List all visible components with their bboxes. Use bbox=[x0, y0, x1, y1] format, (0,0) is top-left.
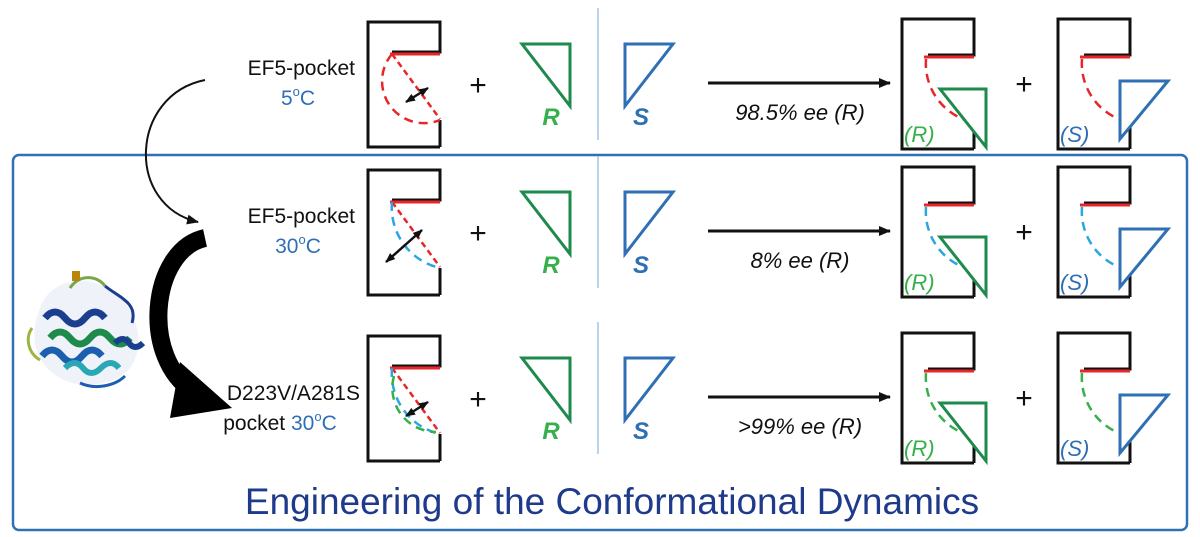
product-label: (R) bbox=[904, 270, 935, 295]
reaction-row: EF5-pocket 30oC + R S 8% ee (R) (R) (S) + bbox=[248, 156, 1172, 300]
footer-title: Engineering of the Conformational Dynami… bbox=[245, 481, 979, 522]
flexibility-double-arrow bbox=[405, 86, 429, 104]
substrate-triangle-icon bbox=[623, 356, 677, 425]
product-label: (S) bbox=[1060, 436, 1089, 461]
temperature-label: pocket 30oC bbox=[223, 409, 336, 435]
flexibility-double-arrow bbox=[385, 229, 423, 263]
temp-unit: C bbox=[306, 235, 321, 258]
temp-value: 30 bbox=[275, 235, 298, 258]
substrate-triangle-icon bbox=[936, 401, 988, 466]
substrate-triangle-icon bbox=[623, 190, 677, 259]
temp-value: 30 bbox=[291, 412, 314, 435]
pocket-label: EF5-pocket bbox=[248, 205, 356, 228]
loop-dashed-line bbox=[390, 367, 442, 434]
temp-unit: C bbox=[300, 87, 315, 110]
binding-pocket-icon bbox=[900, 17, 976, 151]
substrate-triangle-icon bbox=[623, 42, 677, 111]
plus-sign: + bbox=[469, 383, 487, 416]
product-label: (R) bbox=[904, 122, 935, 147]
flexibility-double-arrow bbox=[405, 400, 429, 418]
thin-curved-arrow bbox=[144, 79, 206, 225]
reaction-row: D223V/A281S pocket 30oC + R S >99% ee (R) (R) (… bbox=[223, 322, 1172, 466]
pocket-word: pocket bbox=[223, 412, 291, 435]
product-label: (R) bbox=[904, 436, 935, 461]
temperature-label: 5oC bbox=[281, 84, 315, 110]
temp-sup: o bbox=[314, 409, 321, 424]
product-label: (S) bbox=[1060, 122, 1089, 147]
binding-pocket-icon bbox=[900, 165, 976, 299]
binding-pocket-icon bbox=[366, 168, 442, 297]
engineering-frame bbox=[11, 153, 1189, 532]
enantiomer-s-label: S bbox=[633, 252, 649, 279]
binding-pocket-icon bbox=[1056, 165, 1132, 299]
plus-sign: + bbox=[1015, 382, 1033, 415]
enantiomer-r-label: R bbox=[542, 252, 560, 279]
product-complex-r: (R) bbox=[900, 331, 988, 466]
substrate-triangle-icon bbox=[936, 87, 988, 152]
binding-pocket-icon bbox=[900, 331, 976, 465]
binding-pocket-icon bbox=[366, 20, 442, 149]
product-complex-r: (R) bbox=[900, 165, 988, 300]
product-complex-s: (S) bbox=[1056, 17, 1172, 151]
plus-sign: + bbox=[469, 69, 487, 102]
substrate-triangle-icon bbox=[518, 42, 572, 111]
loop-dashed-line bbox=[390, 53, 442, 120]
binding-pocket-icon bbox=[1056, 17, 1132, 151]
reaction-row: EF5-pocket 5oC + R S 98.5% ee (R) (R) (S) + bbox=[248, 8, 1172, 152]
plus-sign: + bbox=[469, 217, 487, 250]
binding-pocket-icon bbox=[366, 334, 442, 463]
temperature-label: 30oC bbox=[275, 232, 321, 258]
enantiomer-r-label: R bbox=[542, 104, 560, 131]
ee-label: 8% ee (R) bbox=[750, 248, 849, 273]
ee-label: >99% ee (R) bbox=[738, 414, 862, 439]
product-complex-s: (S) bbox=[1056, 331, 1172, 465]
ee-label: 98.5% ee (R) bbox=[735, 100, 865, 125]
temp-sup: o bbox=[293, 84, 300, 99]
loop-arc bbox=[390, 201, 441, 270]
substrate-triangle-icon bbox=[1118, 393, 1172, 458]
product-complex-r: (R) bbox=[900, 17, 988, 152]
substrate-triangle-icon bbox=[936, 235, 988, 300]
substrate-triangle-icon bbox=[518, 356, 572, 425]
product-label: (S) bbox=[1060, 270, 1089, 295]
thick-arrow-head bbox=[170, 362, 232, 418]
enantiomer-s-label: S bbox=[633, 104, 649, 131]
binding-pocket-icon bbox=[1056, 331, 1132, 465]
substrate-triangle-icon bbox=[1118, 227, 1172, 292]
protein-structure-icon bbox=[26, 271, 146, 388]
enantiomer-r-label: R bbox=[542, 418, 560, 445]
loop-arc bbox=[380, 53, 441, 125]
temp-unit: C bbox=[322, 412, 337, 435]
loop-arc bbox=[390, 367, 441, 436]
temp-sup: o bbox=[298, 232, 305, 247]
substrate-triangle-icon bbox=[1118, 79, 1172, 144]
plus-sign: + bbox=[1015, 68, 1033, 101]
substrate-triangle-icon bbox=[518, 190, 572, 259]
pocket-label: D223V/A281S bbox=[227, 382, 360, 405]
enantiomer-s-label: S bbox=[633, 418, 649, 445]
plus-sign: + bbox=[1015, 216, 1033, 249]
temp-value: 5 bbox=[281, 87, 293, 110]
pocket-label: EF5-pocket bbox=[248, 57, 356, 80]
product-complex-s: (S) bbox=[1056, 165, 1172, 299]
